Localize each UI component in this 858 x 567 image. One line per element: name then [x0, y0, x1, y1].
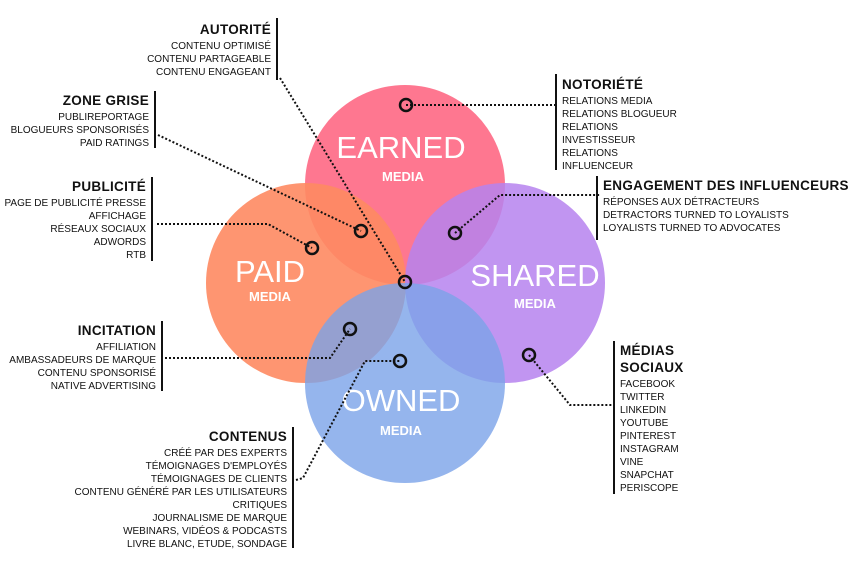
group-engagement: ENGAGEMENT DES INFLUENCEURS RÉPONSES AUX …	[596, 176, 849, 240]
connector-medias-sociaux	[528, 354, 613, 406]
group-item: RELATIONS	[562, 122, 618, 133]
group-item: TÉMOIGNAGES DE CLIENTS	[151, 472, 287, 485]
earned-sub: MEDIA	[382, 169, 425, 184]
group-heading: NOTORIÉTÉ	[562, 77, 643, 92]
markers	[304, 97, 537, 369]
group-item: JOURNALISME DE MARQUE	[153, 513, 288, 524]
group-item: PERISCOPE	[620, 483, 679, 494]
shared-sub: MEDIA	[514, 296, 557, 311]
group-item: AFFILIATION	[96, 342, 156, 353]
connector-zone-grise	[157, 134, 362, 232]
group-heading: PUBLICITÉ	[72, 179, 146, 194]
group-item: CONTENU GÉNÉRÉ PAR LES UTILISATEURS	[75, 485, 288, 498]
group-item: RTB	[126, 250, 146, 261]
group-item: AFFICHAGE	[89, 211, 147, 222]
group-item: SNAPCHAT	[620, 470, 674, 481]
connector-incitation	[165, 328, 351, 359]
group-autorite: AUTORITÉ CONTENU OPTIMISÉ CONTENU PARTAGEA…	[147, 18, 278, 80]
connector-lines	[157, 77, 613, 481]
paid-sub: MEDIA	[249, 289, 292, 304]
group-item: INFLUENCEUR	[562, 161, 633, 172]
group-item: LINKEDIN	[620, 405, 666, 416]
group-item: LOYALISTS TURNED TO ADVOCATES	[603, 223, 781, 234]
group-item: LIVRE BLANC, ETUDE, SONDAGE	[127, 539, 287, 550]
connector-engagement	[454, 194, 600, 234]
marker-zone-grise	[353, 223, 369, 239]
group-heading: INCITATION	[78, 323, 156, 338]
group-item: TÉMOIGNAGES D'EMPLOYÉS	[146, 459, 288, 472]
group-heading: AUTORITÉ	[200, 22, 271, 37]
group-item: FACEBOOK	[620, 379, 675, 390]
group-item: RÉPONSES AUX DÉTRACTEURS	[603, 195, 759, 208]
earned-title: EARNED	[336, 130, 465, 165]
group-item: PUBLIREPORTAGE	[58, 112, 149, 123]
group-item: CRITIQUES	[233, 500, 288, 511]
marker-contenus	[392, 353, 408, 369]
group-item: PINTEREST	[620, 431, 676, 442]
marker-autorite	[397, 274, 413, 290]
group-item: CONTENU PARTAGEABLE	[147, 54, 271, 65]
owned-title: OWNED	[342, 383, 461, 418]
group-item: INVESTISSEUR	[562, 135, 635, 146]
shared-title: SHARED	[470, 258, 599, 293]
group-medias-sociaux: MÉDIAS SOCIAUX FACEBOOK TWITTER LINKEDIN YOUT…	[613, 341, 684, 494]
group-incitation: INCITATION AFFILIATION AMBASSADEURS DE MAR…	[9, 321, 163, 392]
group-item: CONTENU SPONSORISÉ	[38, 366, 157, 379]
group-item: CONTENU OPTIMISÉ	[171, 39, 271, 52]
group-item: CRÉÉ PAR DES EXPERTS	[164, 446, 287, 459]
group-heading: ZONE GRISE	[63, 93, 149, 108]
group-item: RELATIONS MEDIA	[562, 96, 653, 107]
group-heading-line2: SOCIAUX	[620, 360, 684, 375]
group-publicite: PUBLICITÉ PAGE DE PUBLICITÉ PRESSE AFFICHA…	[4, 177, 153, 261]
group-item: BLOGUEURS SPONSORISÉS	[11, 123, 150, 136]
group-item: WEBINARS, VIDÉOS & PODCASTS	[123, 524, 287, 537]
group-item: CONTENU ENGAGEANT	[156, 67, 271, 78]
group-item: DETRACTORS TURNED TO LOYALISTS	[603, 210, 789, 221]
connector-publicite	[157, 223, 313, 249]
group-item: VINE	[620, 457, 644, 468]
group-item: INSTAGRAM	[620, 444, 679, 455]
group-item: NATIVE ADVERTISING	[51, 381, 156, 392]
text-groups: AUTORITÉ CONTENU OPTIMISÉ CONTENU PARTAGEA…	[4, 18, 849, 550]
group-item: PAID RATINGS	[80, 138, 149, 149]
marker-incitation	[342, 321, 358, 337]
group-heading: ENGAGEMENT DES INFLUENCEURS	[603, 178, 849, 193]
group-item: TWITTER	[620, 392, 664, 403]
marker-engagement	[447, 225, 463, 241]
connector-contenus	[295, 360, 400, 481]
group-item: AMBASSADEURS DE MARQUE	[9, 355, 156, 366]
group-notoriete: NOTORIÉTÉ RELATIONS MEDIA RELATIONS BLOGUE…	[555, 74, 677, 172]
group-item: YOUTUBE	[620, 418, 669, 429]
group-heading: CONTENUS	[209, 429, 287, 444]
circle-labels: EARNED MEDIA PAID MEDIA SHARED MEDIA OWN…	[235, 130, 600, 438]
group-item: RELATIONS	[562, 148, 618, 159]
paid-title: PAID	[235, 254, 305, 289]
marker-notoriete	[398, 97, 414, 113]
group-heading: MÉDIAS	[620, 343, 674, 358]
group-item: PAGE DE PUBLICITÉ PRESSE	[4, 196, 146, 209]
group-item: RÉSEAUX SOCIAUX	[50, 222, 146, 235]
marker-medias-sociaux	[521, 347, 537, 363]
marker-publicite	[304, 240, 320, 256]
owned-sub: MEDIA	[380, 423, 423, 438]
group-item: RELATIONS BLOGUEUR	[562, 109, 677, 120]
group-item: ADWORDS	[94, 237, 147, 248]
